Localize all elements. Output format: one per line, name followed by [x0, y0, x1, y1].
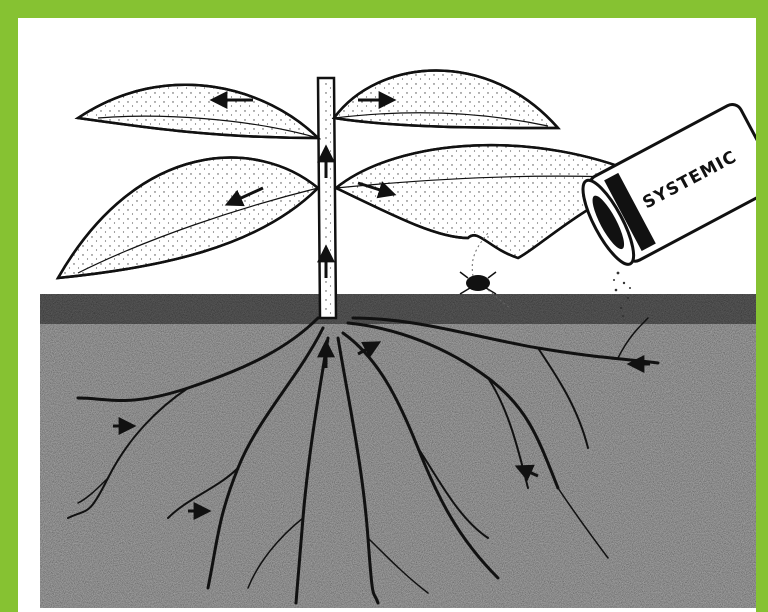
systemic-container: SYSTEMIC	[574, 101, 756, 271]
plant-stem	[318, 78, 336, 318]
soil	[40, 294, 756, 608]
illustration-panel: SYSTEMIC	[18, 18, 756, 612]
systemic-uptake-illustration: SYSTEMIC	[18, 18, 756, 612]
plant-leaves	[58, 71, 648, 279]
